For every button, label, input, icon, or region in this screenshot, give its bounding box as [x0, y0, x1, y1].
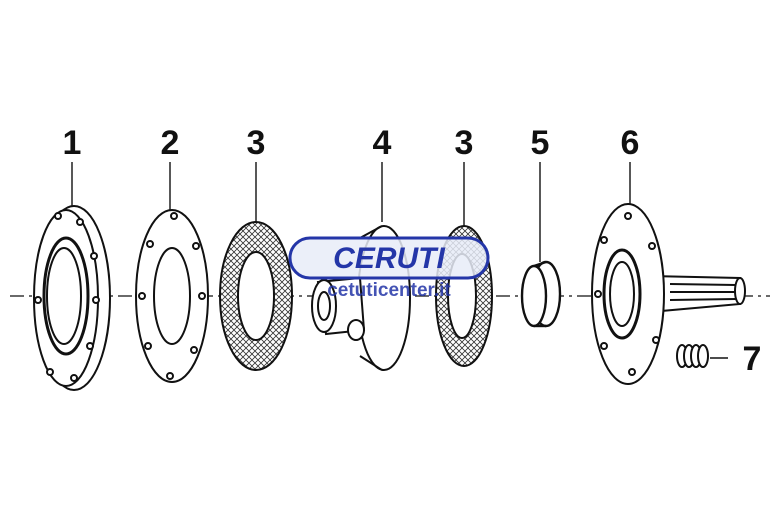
part-6-flange-shaft [591, 203, 746, 385]
watermark-url: cetuticenter.it [327, 280, 451, 301]
ceruti-logo: CERUTI [288, 236, 490, 280]
watermark: CERUTI cetuticenter.it [288, 236, 490, 308]
logo-text: CERUTI [333, 242, 445, 275]
part-label-2: 2 [160, 124, 180, 162]
part-label-6: 6 [620, 124, 640, 162]
part-3-friction-disc-left [219, 221, 293, 371]
part-label-4: 4 [372, 124, 392, 162]
part-7-spring [676, 344, 709, 368]
part-label-3-left: 3 [246, 124, 266, 162]
part-label-1: 1 [62, 124, 82, 162]
part-2-gasket [135, 209, 209, 383]
part-label-7: 7 [742, 340, 762, 378]
part-1-flange [33, 205, 111, 391]
part-5-ring [520, 260, 562, 328]
part-label-5: 5 [530, 124, 550, 162]
part-label-3-right: 3 [454, 124, 474, 162]
leader-lines [71, 162, 728, 359]
